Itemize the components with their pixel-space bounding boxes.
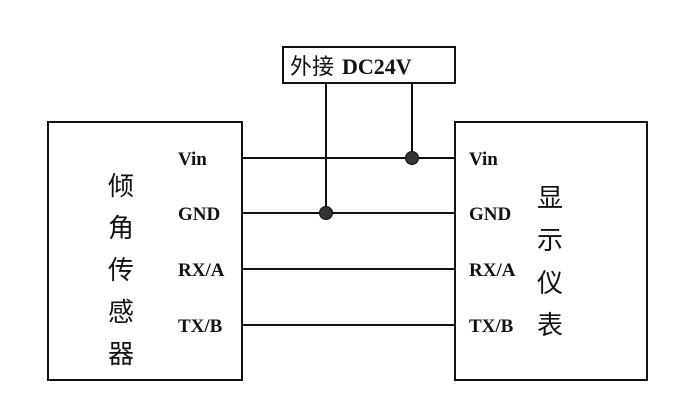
- tilt-sensor-name-char: 角: [108, 214, 134, 244]
- power-supply-label: 外接 DC24V: [282, 46, 456, 84]
- tilt-sensor-name-char: 感: [108, 298, 134, 328]
- display-meter-pin-txb: TX/B: [469, 316, 514, 337]
- tilt-sensor-name-char: 器: [108, 340, 134, 370]
- power-label-box: [282, 46, 456, 84]
- tilt-sensor-box: [47, 121, 243, 381]
- display-meter-name-char: 仪: [537, 269, 563, 299]
- junction-dot-gnd: [319, 206, 333, 220]
- tilt-sensor-name-char: 倾: [108, 172, 134, 202]
- display-meter-name-char: 表: [537, 311, 563, 341]
- tilt-sensor-pin-rxa: RX/A: [178, 260, 225, 281]
- tilt-sensor-name-char: 传: [108, 256, 134, 286]
- power-label-prefix: 外接: [290, 55, 334, 80]
- display-meter-box: [454, 121, 648, 381]
- junction-dot-vin: [405, 151, 419, 165]
- power-label-value: DC24V: [342, 54, 412, 79]
- display-meter-pin-vin: Vin: [469, 149, 498, 170]
- tilt-sensor-pin-gnd: GND: [178, 204, 220, 225]
- display-meter-pin-gnd: GND: [469, 204, 511, 225]
- display-meter-pin-rxa: RX/A: [469, 260, 516, 281]
- display-meter-device: Vin GND RX/A TX/B 显 示 仪 表: [454, 121, 648, 381]
- display-meter-name-char: 示: [537, 226, 563, 256]
- display-meter-name-char: 显: [537, 184, 563, 214]
- tilt-sensor-pin-txb: TX/B: [178, 316, 223, 337]
- tilt-sensor-device: 倾 角 传 感 器 Vin GND RX/A TX/B: [47, 121, 243, 381]
- tilt-sensor-pin-vin: Vin: [178, 149, 207, 170]
